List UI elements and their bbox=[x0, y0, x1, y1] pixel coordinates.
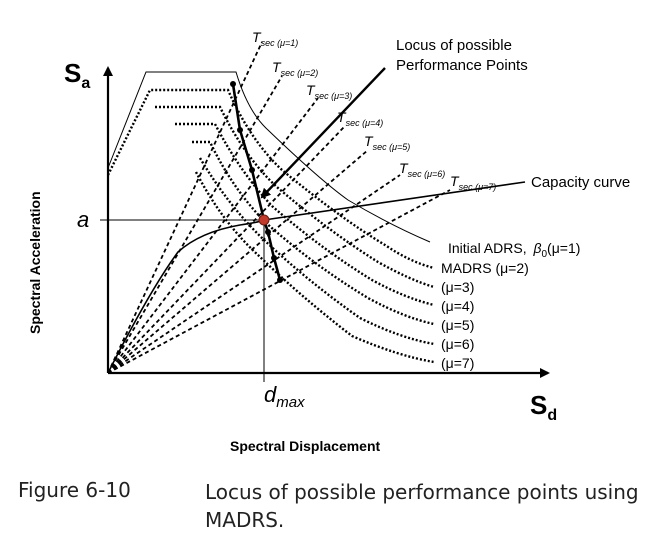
madrs-curve-mu2 bbox=[106, 88, 435, 270]
madrs-curve-mu4 bbox=[175, 122, 435, 307]
tsec-line-mu1 bbox=[107, 41, 263, 374]
a-label: a bbox=[77, 207, 89, 232]
initial-adrs-beta-sub: 0 bbox=[541, 249, 547, 260]
tsec-line-mu7 bbox=[107, 189, 451, 374]
madrs-curve-mu5 bbox=[192, 140, 435, 326]
svg-text:Sd: Sd bbox=[530, 390, 557, 424]
tsec-label-mu1-sub: sec (μ=1) bbox=[261, 38, 299, 48]
svg-text:Tsec (μ=5): Tsec (μ=5) bbox=[364, 133, 410, 152]
locus-points bbox=[230, 81, 283, 283]
madrs-label-mu7: (μ=7) bbox=[441, 355, 474, 371]
x-axis-symbol: S bbox=[530, 390, 547, 420]
svg-text:Tsec (μ=1): Tsec (μ=1) bbox=[252, 29, 298, 48]
svg-text:Sa: Sa bbox=[64, 58, 90, 92]
madrs-label-mu4: (μ=4) bbox=[441, 298, 474, 314]
tsec-label-mu3-sub: sec (μ=3) bbox=[315, 91, 353, 101]
locus-arrow bbox=[260, 67, 386, 199]
tsec-label-mu1-t: T bbox=[252, 29, 262, 45]
svg-text:Tsec (μ=4): Tsec (μ=4) bbox=[337, 109, 383, 128]
madrs-label-mu2: MADRS (μ=2) bbox=[441, 260, 529, 276]
svg-text:Tsec (μ=3): Tsec (μ=3) bbox=[306, 82, 352, 101]
y-axis-symbol: S bbox=[64, 58, 81, 88]
tsec-label-mu6-sub: sec (μ=6) bbox=[408, 169, 446, 179]
madrs-label-mu5: (μ=5) bbox=[441, 317, 474, 333]
tsec-label-mu2-t: T bbox=[272, 59, 282, 75]
tsec-label-mu3-t: T bbox=[306, 82, 316, 98]
svg-text:Initial ADRS, β0(μ=1): Initial ADRS, β0(μ=1) bbox=[448, 240, 580, 260]
madrs-curve-mu7 bbox=[194, 171, 435, 364]
tsec-label-mu6-t: T bbox=[399, 160, 409, 176]
tsec-labels: Tsec (μ=1) Tsec (μ=2) Tsec (μ=3) Tsec (μ… bbox=[252, 29, 496, 192]
initial-adrs-beta: β bbox=[532, 240, 541, 256]
tsec-line-mu5 bbox=[107, 149, 369, 374]
initial-adrs-prefix: Initial ADRS, bbox=[448, 240, 527, 256]
capacity-curve bbox=[107, 181, 526, 374]
svg-text:Tsec (μ=7): Tsec (μ=7) bbox=[450, 173, 496, 192]
svg-text:Tsec (μ=2): Tsec (μ=2) bbox=[272, 59, 318, 78]
y-axis-title: Spectral Acceleration bbox=[27, 191, 43, 334]
madrs-labels: MADRS (μ=2) (μ=3) (μ=4) (μ=5) (μ=6) (μ=7… bbox=[441, 260, 529, 371]
locus-label-line2: Performance Points bbox=[396, 57, 528, 74]
madrs-label-mu6: (μ=6) bbox=[441, 336, 474, 352]
madrs-label-mu3: (μ=3) bbox=[441, 279, 474, 295]
tsec-line-mu4 bbox=[107, 125, 346, 374]
x-axis-subscript: d bbox=[547, 407, 557, 424]
dmax-d: d bbox=[264, 382, 277, 407]
initial-adrs-suffix: (μ=1) bbox=[547, 240, 580, 256]
x-axis-title: Spectral Displacement bbox=[230, 438, 381, 454]
locus-label-line1: Locus of possible bbox=[396, 37, 512, 54]
tsec-line-mu3 bbox=[107, 97, 319, 374]
tsec-label-mu7-sub: sec (μ=7) bbox=[459, 182, 497, 192]
tsec-label-mu5-t: T bbox=[364, 133, 374, 149]
figure-caption: Locus of possible performance points usi… bbox=[205, 480, 639, 532]
dmax-sub: max bbox=[276, 394, 305, 411]
madrs-curve-mu6 bbox=[198, 157, 435, 346]
performance-point bbox=[258, 214, 270, 226]
tsec-label-mu5-sub: sec (μ=5) bbox=[373, 142, 411, 152]
secant-lines bbox=[107, 41, 451, 374]
tsec-label-mu4-t: T bbox=[337, 109, 347, 125]
tsec-line-mu6 bbox=[107, 174, 401, 374]
capacity-curve-label: Capacity curve bbox=[531, 174, 630, 191]
madrs-diagram: Sa Sd a dmax Spectral Acceleration Spect… bbox=[27, 29, 630, 454]
madrs-curves bbox=[106, 88, 435, 364]
figure-number: Figure 6-10 bbox=[18, 478, 131, 502]
tsec-label-mu4-sub: sec (μ=4) bbox=[346, 118, 384, 128]
initial-adrs-curve bbox=[107, 71, 431, 243]
svg-text:dmax: dmax bbox=[264, 382, 305, 411]
tsec-label-mu2-sub: sec (μ=2) bbox=[281, 68, 319, 78]
tsec-line-mu2 bbox=[107, 75, 283, 374]
tsec-label-mu7-t: T bbox=[450, 173, 460, 189]
svg-text:Tsec (μ=6): Tsec (μ=6) bbox=[399, 160, 445, 179]
madrs-curve-mu3 bbox=[155, 105, 435, 289]
y-axis-subscript: a bbox=[81, 75, 90, 92]
